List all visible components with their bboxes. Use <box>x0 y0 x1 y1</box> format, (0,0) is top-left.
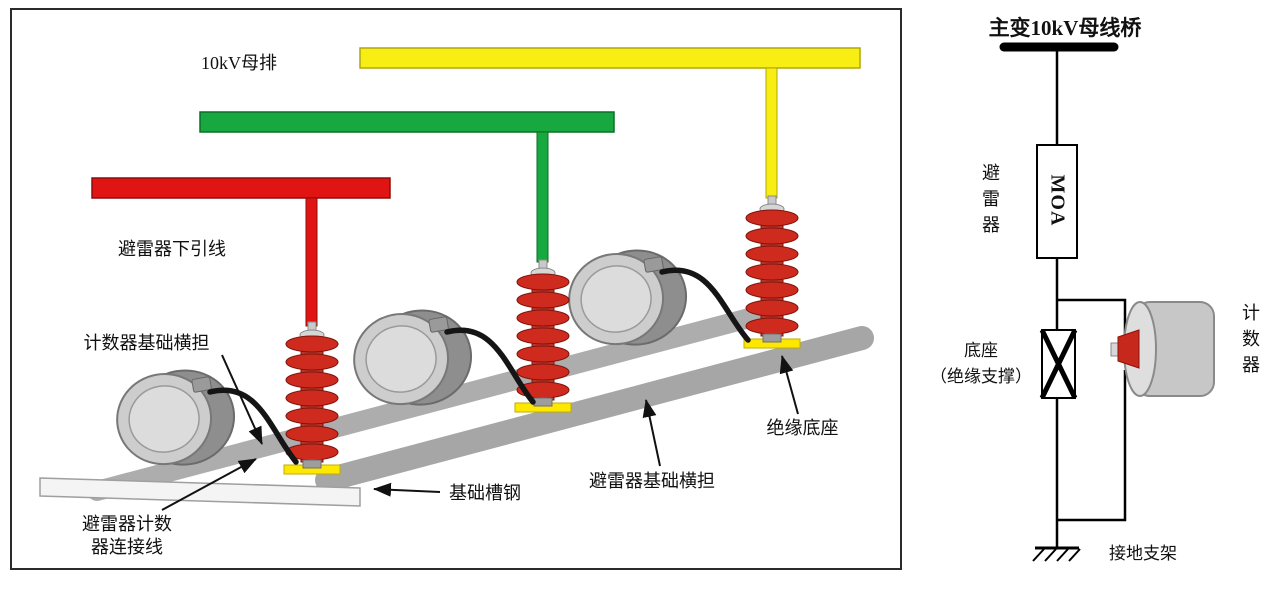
channel-steel-label: 基础槽钢 <box>449 483 521 503</box>
down-lead-label: 避雷器下引线 <box>118 239 226 259</box>
counter-terminal-red <box>1117 329 1140 369</box>
ground-bracket-label: 接地支架 <box>1109 544 1177 563</box>
arrester-back <box>745 195 799 343</box>
schematic-title: 主变10kV母线桥 <box>988 16 1142 40</box>
connection-wire-front <box>207 387 299 465</box>
arrow-arrester-crossarm <box>642 399 661 467</box>
arrester-crossarm-label: 避雷器基础横担 <box>589 471 715 491</box>
base-label-line1: 底座 <box>964 341 998 360</box>
insulating-base-label: 绝缘底座 <box>766 418 839 438</box>
installation-diagram-panel: 10kV母排 避雷器下引线 计数器基础横担 避雷器计数器连接线 基础槽钢 避雷器… <box>10 8 902 570</box>
moa-box <box>1036 144 1078 259</box>
busbar-label: 10kV母排 <box>201 53 277 73</box>
installation-illustration <box>39 47 874 511</box>
arrester-middle <box>516 259 570 407</box>
connection-wire-middle <box>444 327 536 405</box>
schematic-drawing <box>999 42 1215 562</box>
arrow-counter-crossarm <box>221 354 263 445</box>
arrow-connection-wire <box>161 458 257 511</box>
arrow-insulating-base <box>779 355 799 415</box>
base-label-line2: （绝缘支撑） <box>930 366 1032 386</box>
arrester-crossarm-bar <box>315 326 874 492</box>
base-label: 底座 （绝缘支撑） <box>926 338 1036 389</box>
arrester-schematic-label: 避雷器 <box>982 163 1000 236</box>
arrester-front <box>285 321 339 469</box>
moa-label: MOA <box>1046 174 1069 227</box>
connection-wire-back <box>659 267 751 343</box>
schematic-panel: 主变10kV母线桥 避雷器 MOA 底座 （绝缘支撑） 计数器 接地支架 <box>920 0 1280 590</box>
insulating-base-symbol <box>1039 328 1078 400</box>
counter-crossarm-label: 计数器基础横担 <box>83 333 210 353</box>
counter-schematic-label: 计数器 <box>1242 303 1260 376</box>
ground-symbol <box>1032 546 1081 562</box>
busbar-green <box>199 111 615 263</box>
counter-return-line <box>1057 370 1127 522</box>
counter-device <box>1110 301 1215 397</box>
connection-wire-label: 避雷器计数器连接线 <box>82 514 172 557</box>
arrow-channel-steel <box>373 482 441 497</box>
channel-steel-bar <box>39 477 361 507</box>
